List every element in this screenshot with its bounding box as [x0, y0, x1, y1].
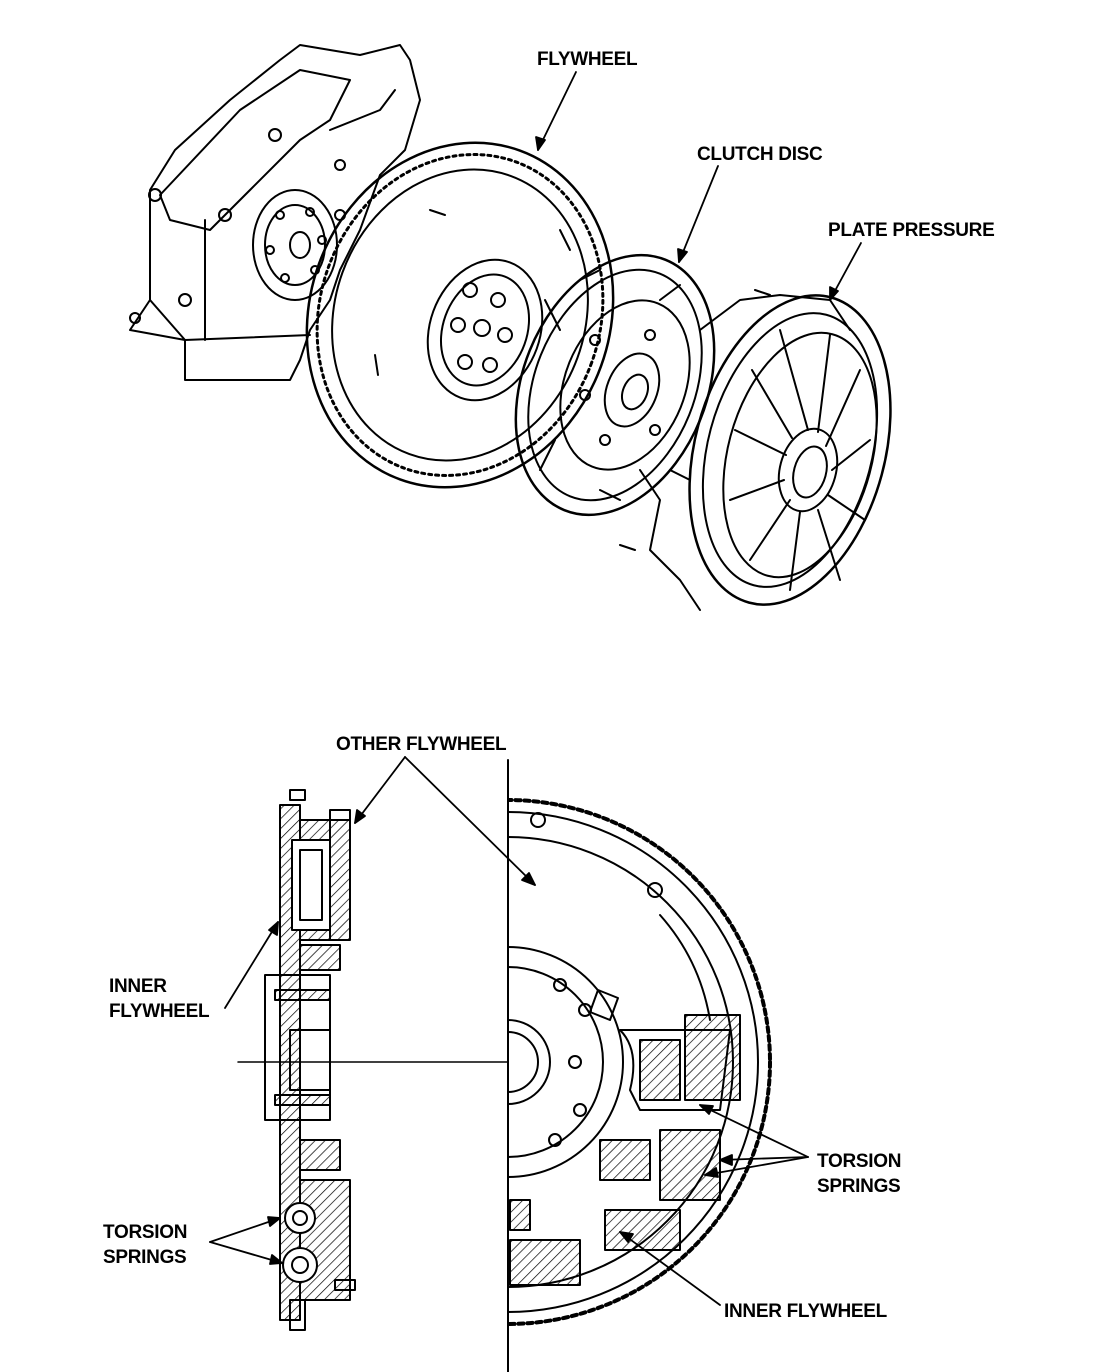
flywheel-top [305, 141, 615, 489]
label-inner-flywheel-bottom: INNER FLYWHEEL [724, 1301, 887, 1322]
label-plate-pressure: PLATE PRESSURE [828, 220, 995, 241]
label-torsion-springs-left-line1: TORSION [103, 1222, 188, 1243]
label-torsion-springs-right-line1: TORSION [817, 1151, 902, 1172]
pressure-plate-top [619, 289, 892, 611]
label-other-flywheel: OTHER FLYWHEEL [336, 734, 507, 755]
label-flywheel: FLYWHEEL [537, 49, 638, 70]
label-torsion-springs-right-line2: SPRINGS [817, 1176, 901, 1197]
clutch-disc-top [514, 253, 716, 517]
flywheel-cross-section [237, 759, 509, 1372]
top-leader-lines [535, 71, 862, 301]
label-torsion-springs-left-line2: SPRINGS [103, 1247, 187, 1268]
engine-block [129, 44, 421, 381]
label-clutch-disc: CLUTCH DISC [697, 144, 823, 165]
label-inner-flywheel-left-line2: FLYWHEEL [109, 1001, 210, 1022]
bottom-leader-lines [209, 756, 809, 1306]
label-inner-flywheel-left-line1: INNER [109, 976, 167, 997]
flywheel-half-view [508, 798, 772, 1326]
